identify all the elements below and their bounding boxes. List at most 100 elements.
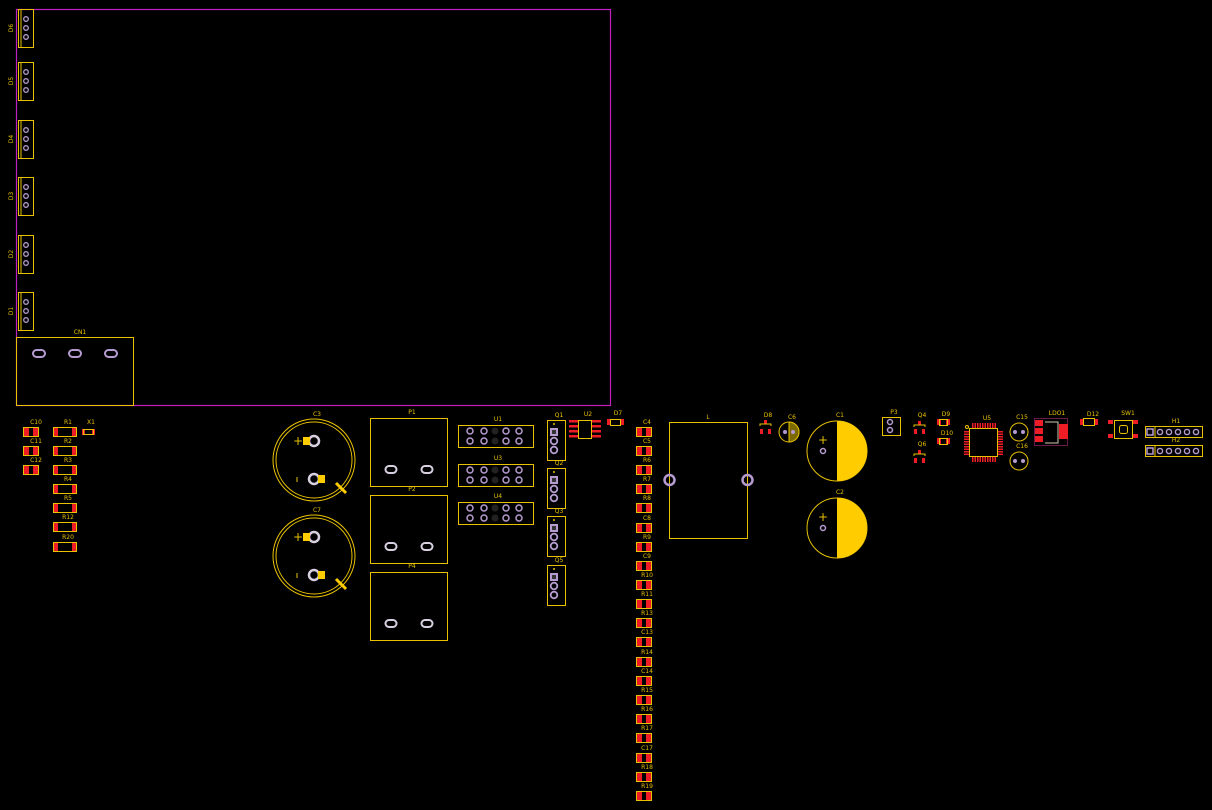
header-u4[interactable]: U4 — [458, 493, 534, 525]
diode-d8[interactable]: D8 — [759, 412, 773, 434]
designator: L — [706, 414, 710, 421]
designator: R2 — [64, 438, 72, 445]
crystal-x1[interactable]: X1 — [82, 419, 95, 435]
capacitor-c4[interactable]: C4 — [636, 419, 652, 437]
connector-d4[interactable]: D4 — [8, 120, 34, 159]
capacitor-c1[interactable]: C1 + — [806, 412, 868, 482]
designator: C6 — [788, 414, 796, 421]
capacitor-c8[interactable]: C8 — [636, 515, 652, 533]
diode-d9[interactable]: D9 — [937, 411, 950, 426]
resistor-r16[interactable]: R16 — [636, 706, 654, 724]
transistor-q5[interactable]: Q5 — [547, 557, 566, 606]
designator: D9 — [942, 411, 951, 418]
terminal-p2[interactable]: P2 — [370, 486, 448, 564]
capacitor-c3[interactable]: C3+ — [272, 411, 356, 502]
transistor-q6[interactable]: Q6 — [913, 441, 926, 463]
polarity-mark: + — [293, 434, 303, 448]
designator: R3 — [64, 457, 72, 464]
capacitor-c13[interactable]: C13 — [636, 629, 654, 647]
capacitor-c5[interactable]: C5 — [636, 438, 652, 456]
capacitor-c17[interactable]: C17 — [636, 745, 654, 763]
resistor-r9[interactable]: R9 — [636, 534, 652, 552]
resistor-r15[interactable]: R15 — [636, 687, 654, 705]
designator: U4 — [494, 493, 502, 500]
designator: Q3 — [555, 508, 564, 515]
resistor-r1[interactable]: R1 — [53, 419, 77, 437]
connector-p3[interactable]: P3 — [882, 409, 901, 436]
transistor-q2[interactable]: Q2 — [547, 460, 566, 509]
terminal-p1[interactable]: P1 — [370, 409, 448, 487]
capacitor-c2[interactable]: C2 + — [806, 489, 868, 559]
designator: LDO1 — [1049, 410, 1066, 417]
capacitor-c7[interactable]: C7+ — [272, 507, 356, 598]
designator: R11 — [641, 591, 653, 598]
ic-u5[interactable]: U5 — [964, 415, 1003, 462]
capacitor-c11[interactable]: C11 — [23, 438, 43, 456]
switch-sw1[interactable]: SW1 — [1108, 410, 1138, 439]
connector-d3[interactable]: D3 — [8, 177, 34, 216]
designator: U2 — [584, 411, 592, 418]
capacitor-c14[interactable]: C14 — [636, 668, 654, 686]
designator: R17 — [641, 725, 653, 732]
inductor-l[interactable]: L — [663, 414, 754, 539]
designator: D8 — [764, 412, 773, 419]
resistor-r11[interactable]: R11 — [636, 591, 654, 609]
connector-d6[interactable]: D6 — [8, 9, 34, 48]
header-h2[interactable]: H2 — [1145, 437, 1203, 457]
capacitor-c6[interactable]: C6 — [778, 414, 800, 443]
resistor-r2[interactable]: R2 — [53, 438, 77, 456]
transistor-q4[interactable]: Q4 — [913, 412, 926, 434]
designator: C2 — [836, 489, 844, 496]
resistor-r14[interactable]: R14 — [636, 649, 654, 667]
connector-cn1[interactable]: CN1 — [16, 329, 134, 406]
designator: C11 — [30, 438, 42, 445]
resistor-r18[interactable]: R18 — [636, 764, 654, 782]
designator: P1 — [408, 409, 416, 416]
capacitor-c10[interactable]: C10 — [23, 419, 43, 437]
terminal-p4[interactable]: P4 — [370, 563, 448, 641]
capacitor-c9[interactable]: C9 — [636, 553, 652, 571]
diode-d12[interactable]: D12 — [1080, 411, 1099, 426]
diode-d7[interactable]: D7 — [607, 410, 624, 426]
resistor-r20[interactable]: R20 — [53, 534, 77, 552]
designator: Q2 — [555, 460, 564, 467]
designator: C14 — [641, 668, 653, 675]
designator: U1 — [494, 416, 502, 423]
ic-u2[interactable]: U2 — [569, 411, 601, 439]
designator: C10 — [30, 419, 42, 426]
resistor-r12[interactable]: R12 — [53, 514, 77, 532]
connector-d1[interactable]: D1 — [8, 292, 34, 331]
designator: C12 — [30, 457, 42, 464]
resistor-r5[interactable]: R5 — [53, 495, 77, 513]
designator: D10 — [941, 430, 953, 437]
capacitor-c15[interactable]: C15 — [1009, 414, 1029, 442]
resistor-r17[interactable]: R17 — [636, 725, 654, 743]
designator: C17 — [641, 745, 653, 752]
resistor-r7[interactable]: R7 — [636, 476, 652, 494]
diode-d10[interactable]: D10 — [937, 430, 953, 445]
header-u3[interactable]: U3 — [458, 455, 534, 487]
resistor-r4[interactable]: R4 — [53, 476, 77, 494]
transistor-q3[interactable]: Q3 — [547, 508, 566, 557]
resistor-r8[interactable]: R8 — [636, 495, 652, 513]
header-u1[interactable]: U1 — [458, 416, 534, 448]
designator: C8 — [643, 515, 651, 522]
transistor-q1[interactable]: Q1 — [547, 412, 566, 461]
designator: D6 — [8, 24, 15, 33]
capacitor-c16[interactable]: C16 — [1009, 443, 1029, 471]
connector-d5[interactable]: D5 — [8, 62, 34, 101]
resistor-r10[interactable]: R10 — [636, 572, 654, 590]
header-h1[interactable]: H1 — [1145, 418, 1203, 438]
resistor-r13[interactable]: R13 — [636, 610, 654, 628]
designator: P2 — [408, 486, 416, 493]
designator: R7 — [643, 476, 651, 483]
resistor-r6[interactable]: R6 — [636, 457, 652, 475]
designator: Q1 — [555, 412, 564, 419]
capacitor-c12[interactable]: C12 — [23, 457, 43, 475]
polarity-mark: + — [293, 530, 303, 544]
resistor-r3[interactable]: R3 — [53, 457, 77, 475]
resistor-r19[interactable]: R19 — [636, 783, 654, 801]
connector-d2[interactable]: D2 — [8, 235, 34, 274]
regulator-ldo1[interactable]: LDO1 — [1034, 410, 1069, 446]
